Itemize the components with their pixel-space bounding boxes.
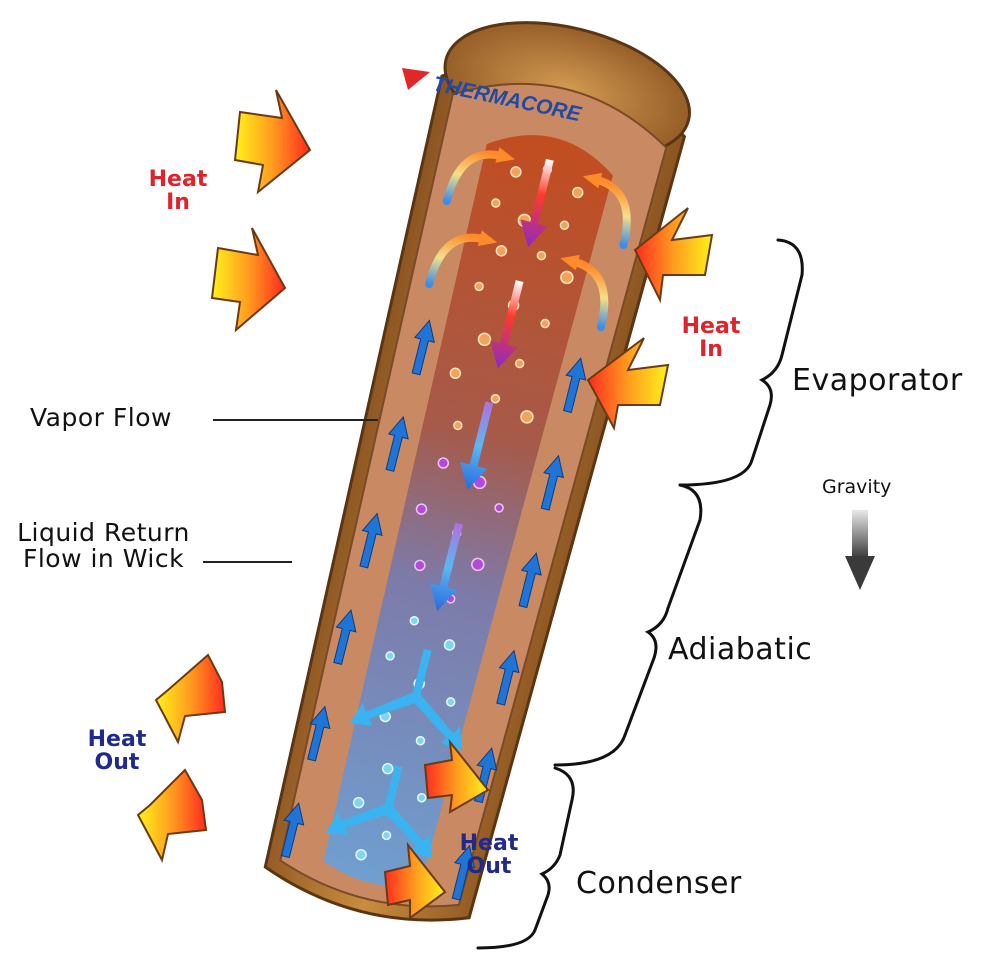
evaporation-arrows	[425, 150, 631, 332]
heat-out-line-1: Heat	[459, 831, 519, 856]
evaporator-brace	[678, 238, 804, 487]
heat-out-arrow	[136, 768, 208, 863]
heat-pipe	[263, 21, 691, 922]
heat-in-line-1: Heat	[681, 314, 741, 339]
condensing-split-arrow	[325, 765, 433, 860]
gravity-label: Gravity	[822, 476, 892, 498]
heat-in-line-2: In	[699, 337, 723, 363]
heat-in-label-left: Heat In	[143, 168, 213, 214]
vapor-arrow	[490, 280, 524, 369]
heat-in-arrow	[233, 89, 312, 195]
heat-in-line-2: In	[166, 190, 190, 216]
vapor-arrow	[460, 401, 494, 490]
heat-out-label-right: Heat Out	[450, 832, 528, 878]
condensing-split-arrow	[349, 648, 463, 752]
liquid-return-line-1: Liquid Return	[17, 518, 190, 547]
heat-in-arrows-left	[210, 89, 312, 333]
heat-out-label-left: Heat Out	[78, 728, 156, 774]
heat-in-line-1: Heat	[148, 167, 208, 192]
liquid-return-label: Liquid Return Flow in Wick	[6, 518, 201, 574]
vapor-flow-arrows	[325, 158, 554, 860]
heat-in-arrow	[210, 227, 287, 333]
heat-out-arrows-left	[136, 653, 227, 863]
zone-evaporator: Evaporator	[792, 363, 963, 398]
heat-in-arrow	[633, 207, 714, 304]
heat-out-line-2: Out	[94, 750, 140, 776]
liquid-return-line-2: Flow in Wick	[22, 544, 185, 574]
heat-out-arrow	[423, 738, 490, 814]
vapor-arrow	[429, 522, 463, 611]
zone-adiabatic: Adiabatic	[668, 632, 813, 667]
heat-out-arrow	[154, 653, 227, 745]
heat-out-arrows-right	[383, 738, 490, 920]
zone-braces	[476, 238, 804, 950]
adiabatic-brace	[553, 483, 703, 767]
heat-out-line-2: Out	[466, 854, 512, 880]
vapor-flow-label: Vapor Flow	[30, 403, 172, 432]
heat-in-arrows-right	[586, 207, 714, 432]
heat-in-label-right: Heat In	[672, 315, 750, 361]
zone-condenser: Condenser	[576, 866, 742, 901]
heat-out-arrow	[383, 841, 447, 920]
gravity-arrow-icon	[845, 510, 875, 590]
condenser-brace	[476, 766, 575, 950]
vapor-arrow	[520, 158, 554, 248]
heat-in-arrow	[586, 337, 670, 432]
logo-mark-icon	[402, 68, 430, 90]
liquid-return-arrows	[280, 319, 587, 901]
heat-out-line-1: Heat	[87, 727, 147, 752]
